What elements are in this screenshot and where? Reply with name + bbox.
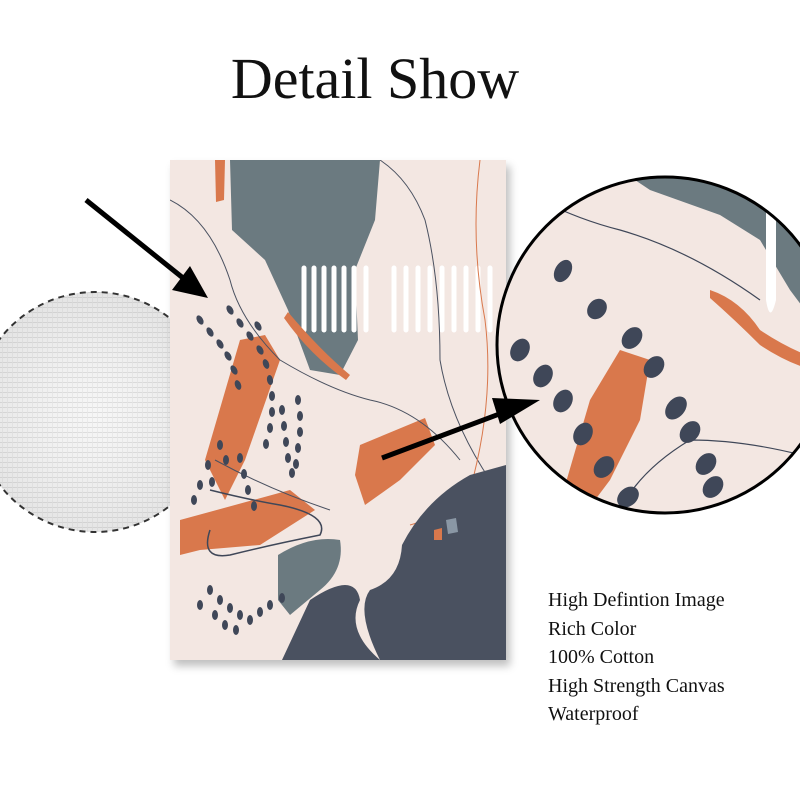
feature-list: High Defintion Image Rich Color 100% Cot… (548, 586, 725, 729)
feature-item: High Defintion Image (548, 589, 725, 611)
feature-item: Waterproof (548, 703, 639, 725)
art-poster (170, 160, 506, 660)
page-title: Detail Show (230, 46, 520, 111)
feature-item: 100% Cotton (548, 646, 655, 668)
feature-item: Rich Color (548, 617, 637, 640)
feature-item: High Strength Canvas (548, 674, 725, 697)
